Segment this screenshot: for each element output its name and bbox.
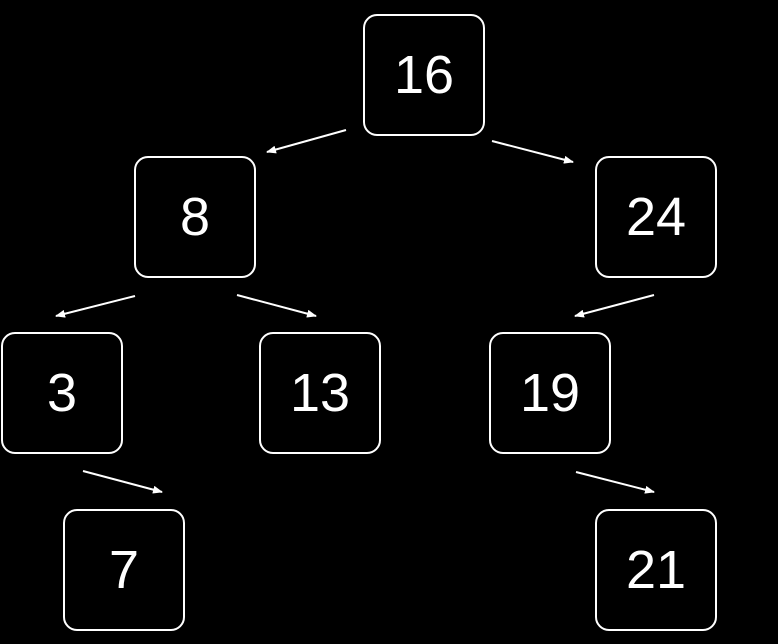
node-label: 13 [289, 363, 351, 423]
tree-node-19: 19 [489, 332, 611, 454]
edge-16-to-24 [491, 140, 574, 164]
node-label: 19 [519, 363, 581, 423]
node-label: 8 [179, 187, 211, 247]
edge-24-to-19 [574, 294, 655, 318]
edge-8-to-3 [55, 295, 136, 318]
tree-node-21: 21 [595, 509, 717, 631]
tree-node-24: 24 [595, 156, 717, 278]
node-label: 16 [393, 45, 455, 105]
edge-8-to-13 [236, 294, 317, 318]
tree-node-16: 16 [363, 14, 485, 136]
node-label: 3 [46, 363, 78, 423]
tree-node-3: 3 [1, 332, 123, 454]
node-label: 21 [625, 540, 687, 600]
edge-19-to-21 [575, 471, 655, 494]
node-label: 7 [108, 540, 140, 600]
tree-node-13: 13 [259, 332, 381, 454]
tree-node-8: 8 [134, 156, 256, 278]
edge-3-to-7 [82, 470, 163, 494]
node-label: 24 [625, 187, 687, 247]
tree-node-7: 7 [63, 509, 185, 631]
edge-16-to-8 [266, 129, 347, 154]
